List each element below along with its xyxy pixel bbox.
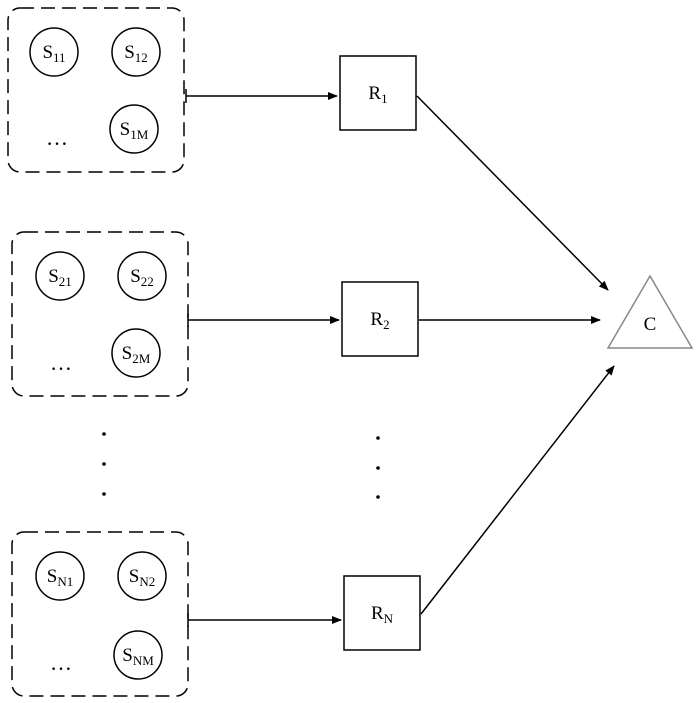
ellipsis-1: … [46, 125, 70, 150]
source-label-21: S21 [48, 266, 72, 289]
arrow-relayN-to-center [421, 366, 614, 614]
arrow-relay1-to-center [417, 96, 608, 290]
ellipsis-2: … [50, 350, 74, 375]
ellipsis-N: … [50, 650, 74, 675]
relay-N: RN [344, 576, 420, 650]
source-label-12: S12 [124, 42, 148, 65]
source-label-22: S22 [130, 266, 154, 289]
source-label-NM: SNM [122, 645, 154, 668]
source-group-N: SN1 SN2 … SNM [12, 532, 188, 696]
relay-2: R2 [342, 282, 418, 356]
source-label-11: S11 [42, 42, 65, 65]
center-node: C [608, 276, 692, 348]
source-label-2M: S2M [122, 343, 151, 366]
source-label-1M: S1M [120, 119, 149, 142]
source-group-2: S21 S22 … S2M [12, 232, 188, 396]
source-label-N1: SN1 [47, 566, 73, 589]
relay-label-2: R2 [370, 309, 389, 332]
source-group-1: S11 S12 … S1M [8, 8, 184, 172]
center-label: C [644, 314, 657, 335]
relay-label-1: R1 [368, 83, 387, 106]
relay-vertical-ellipsis [376, 436, 380, 499]
source-label-N2: SN2 [129, 566, 155, 589]
relay-label-N: RN [371, 603, 394, 626]
relay-1: R1 [340, 56, 416, 130]
group-vertical-ellipsis [102, 432, 106, 496]
